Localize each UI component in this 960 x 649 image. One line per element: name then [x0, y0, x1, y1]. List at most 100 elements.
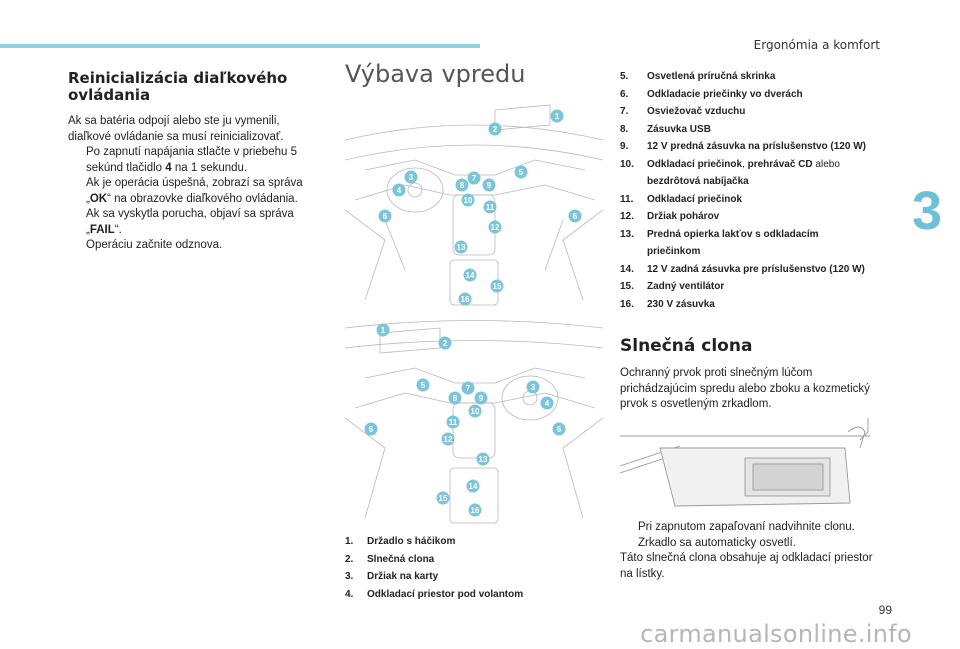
equipment-item: 9. 12 V predná zásuvka na príslušenstvo (…	[620, 138, 890, 156]
fail-word: FAIL	[89, 223, 115, 236]
item-number: 15.	[620, 281, 634, 292]
callout-number: 11	[449, 418, 458, 427]
callout-circle	[468, 404, 482, 418]
item-number: 10.	[620, 158, 634, 170]
equipment-item: 14. 12 V zadná zásuvka pre príslušenstvo …	[620, 261, 890, 279]
item-number: 9.	[620, 141, 629, 152]
visor-note: Táto slnečná clona obsahuje aj odkladací…	[620, 552, 873, 580]
callout-circle	[482, 178, 496, 192]
callout-number: 6	[369, 425, 374, 434]
visor-step: Pri zapnutom zapaľovaní nadvihnite clonu…	[620, 520, 882, 551]
callout-circle	[474, 391, 488, 405]
callout-number: 6	[573, 212, 578, 221]
callout-number: 6	[383, 212, 388, 221]
item-label-main: Držiak na karty	[367, 571, 439, 582]
callout-number: 9	[479, 394, 484, 403]
callout-number: 3	[409, 173, 414, 182]
item-number: 8.	[620, 123, 629, 135]
callout-marker: 8	[448, 391, 462, 405]
callout-circle	[488, 122, 502, 136]
item-label: Zásuvka USB	[647, 121, 711, 139]
item-label: Osvetlená príručná skrinka	[647, 68, 775, 86]
callout-marker: 7	[461, 381, 475, 395]
equipment-item: 10.Odkladací priečinok, prehrávač CD ale…	[620, 156, 890, 191]
equipment-item: 4. Odkladací priestor pod volantom	[345, 586, 605, 604]
item-label: 230 V zásuvka	[647, 296, 715, 314]
callout-marker: 4	[392, 183, 406, 197]
item-label-main: Odkladacie priečinky vo dverách	[647, 88, 803, 100]
callout-marker: 11	[446, 415, 460, 429]
callout-circle	[463, 268, 477, 282]
callout-number: 5	[421, 381, 426, 390]
item-label: 12 V zadná zásuvka pre príslušenstvo (12…	[647, 261, 865, 279]
item-label-continuation: bezdrôtová nabíjačka	[647, 176, 749, 187]
bullet-icon	[620, 520, 638, 551]
item-label-main: Predná opierka lakťov s odkladacím	[647, 228, 819, 240]
sun-visor-illustration	[620, 418, 870, 507]
callout-circle	[483, 200, 497, 214]
item-number: 4.	[345, 588, 354, 600]
callout-marker: 2	[438, 336, 452, 350]
callout-marker: 5	[514, 165, 528, 179]
callout-number: 7	[472, 174, 477, 183]
item-number: 2.	[345, 553, 354, 565]
item-label: Odkladací priestor pod volantom	[367, 586, 523, 604]
step1-button-number: 4	[165, 161, 172, 174]
callout-circle	[550, 109, 564, 123]
callout-circle	[490, 279, 504, 293]
bullet-icon	[68, 145, 86, 176]
callout-number: 15	[493, 282, 502, 291]
callout-marker: 10	[461, 193, 475, 207]
callout-marker: 3	[404, 170, 418, 184]
item-number: 14.	[620, 263, 634, 275]
item-number: 6.	[620, 88, 629, 100]
reinit-step-2: Operáciu začnite odznova.	[68, 238, 308, 254]
callout-number: 7	[466, 384, 471, 393]
callout-number: 8	[453, 394, 458, 403]
item-number: 7.	[620, 106, 629, 117]
section-title: Ergonómia a komfort	[753, 38, 880, 52]
callout-marker: 8	[455, 178, 469, 192]
equipment-item: 3.Držiak na karty	[345, 568, 605, 586]
callout-marker: 15	[436, 491, 450, 505]
visor-step-text: Pri zapnutom zapaľovaní nadvihnite clonu…	[638, 521, 855, 549]
callout-circle	[466, 479, 480, 493]
reinit-section: Reinicializácia diaľkového ovládania Ak …	[68, 70, 308, 254]
item-label-main: Držiak pohárov	[647, 211, 720, 222]
callout-number: 4	[397, 186, 402, 195]
callout-marker: 13	[454, 240, 468, 254]
callout-circle	[488, 220, 502, 234]
callout-number: 13	[479, 455, 488, 464]
item-label-main: 12 V zadná zásuvka pre príslušenstvo (12…	[647, 263, 865, 275]
callout-circle	[514, 165, 528, 179]
visor-intro: Ochranný prvok proti slnečným lúčom pric…	[620, 367, 870, 410]
step1-text-a: Po zapnutí napájania stlačte v priebehu …	[86, 146, 297, 174]
chapter-number: 3	[911, 181, 942, 241]
item-number: 13.	[620, 228, 634, 240]
item-label: Odkladacie priečinky vo dverách	[647, 86, 803, 104]
callout-circle	[392, 183, 406, 197]
callout-number: 4	[545, 399, 550, 408]
callout-marker: 4	[540, 396, 554, 410]
callout-number: 11	[486, 203, 495, 212]
callout-marker: 6	[364, 422, 378, 436]
fail-text-b: “.	[114, 223, 122, 236]
item-label: 12 V predná zásuvka na príslušenstvo (12…	[647, 138, 866, 156]
callout-circle	[436, 491, 450, 505]
item-label-main: Odkladací priečinok	[647, 193, 743, 205]
ok-word: OK	[89, 192, 108, 205]
equipment-item: 12.Držiak pohárov	[620, 208, 890, 226]
callout-circle	[467, 171, 481, 185]
callout-circle	[378, 209, 392, 223]
item-label-main: 12 V predná zásuvka na príslušenstvo (12…	[647, 141, 866, 152]
bullet-icon	[68, 238, 86, 254]
visor-notes: Pri zapnutom zapaľovaní nadvihnite clonu…	[620, 520, 882, 582]
equipment-item: 2.Slnečná clona	[345, 551, 605, 569]
callout-number: 12	[444, 435, 453, 444]
